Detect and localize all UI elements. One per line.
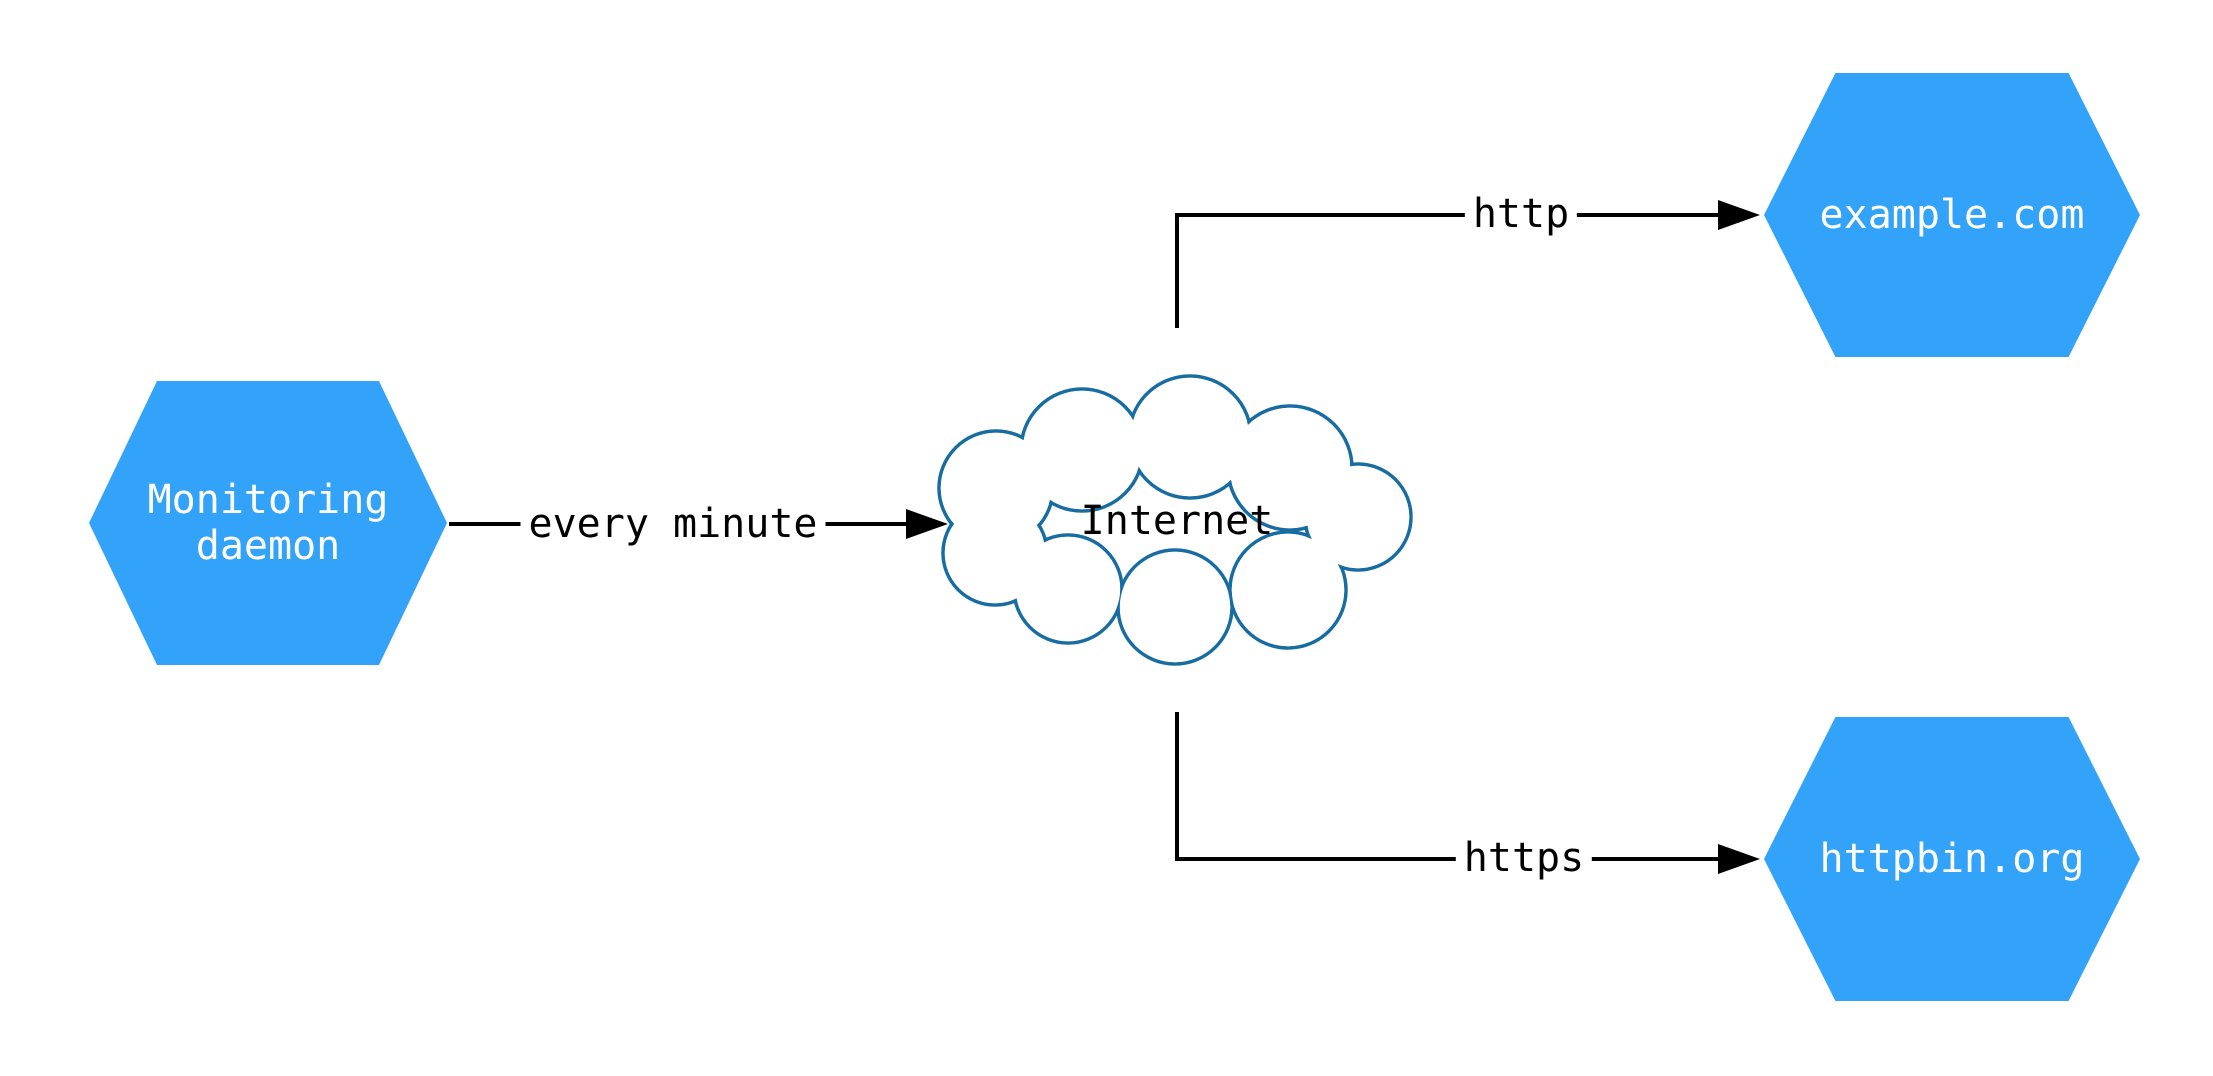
edge-http-arrowhead-icon [1718, 200, 1760, 230]
node-example-com: example.com [1764, 73, 2140, 357]
edge-https-arrowhead-icon [1718, 844, 1760, 874]
node-example-com-label: example.com [1819, 192, 2085, 238]
cloud-fill [940, 377, 1410, 663]
edge-http-line [1175, 213, 1722, 328]
node-monitoring-daemon: Monitoring daemon [89, 381, 447, 665]
edge-https-label: https [1455, 835, 1593, 881]
edge-every-minute-label: every minute [520, 501, 826, 547]
node-monitoring-daemon-label: Monitoring daemon [147, 477, 389, 569]
node-httpbin-org-label: httpbin.org [1819, 836, 2085, 882]
node-internet-label: Internet [1080, 498, 1274, 544]
node-httpbin-org: httpbin.org [1764, 717, 2140, 1001]
edge-http-label: http [1464, 191, 1578, 237]
edge-every-minute-arrowhead-icon [906, 509, 948, 539]
edge-https-line [1175, 712, 1722, 861]
